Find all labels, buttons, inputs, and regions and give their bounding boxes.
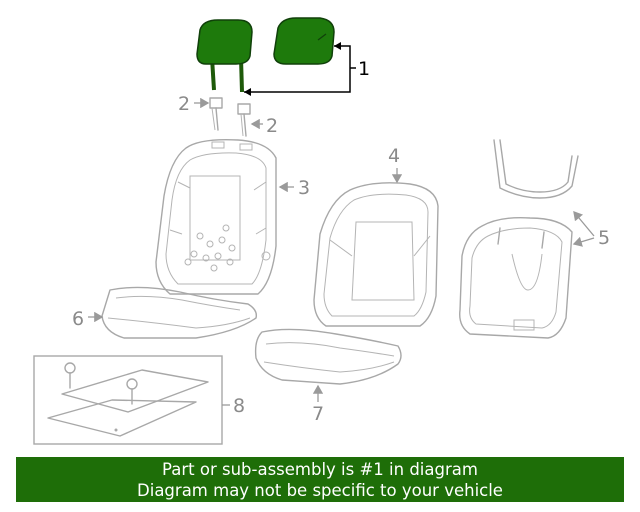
seatback-cushion[interactable] [313,182,439,327]
headrest-right[interactable] [273,17,335,65]
seat-cushion-pad[interactable] [101,286,258,339]
seatback-frame[interactable] [155,138,277,295]
info-banner: Part or sub-assembly is #1 in diagram Di… [16,457,624,502]
seat-cushion[interactable] [254,328,402,385]
headrest-left[interactable] [196,19,253,93]
headrest-guide-left[interactable] [209,97,223,131]
callout-3: 3 [298,177,310,199]
mat-kit[interactable] [33,355,223,445]
callout-8: 8 [233,395,245,417]
headrest-guide-right[interactable] [237,103,251,137]
callout-2-left: 2 [178,93,190,115]
callout-4: 4 [388,145,400,167]
callout-5: 5 [598,227,610,249]
callout-1: 1 [358,58,370,80]
banner-line-1: Part or sub-assembly is #1 in diagram [162,460,478,479]
callout-6: 6 [72,308,84,330]
callout-2-right: 2 [266,115,278,137]
banner-line-2: Diagram may not be specific to your vehi… [137,481,503,500]
callout-1-bracket [244,45,351,93]
seatback-panel[interactable] [459,139,579,339]
callout-7: 7 [312,403,324,425]
